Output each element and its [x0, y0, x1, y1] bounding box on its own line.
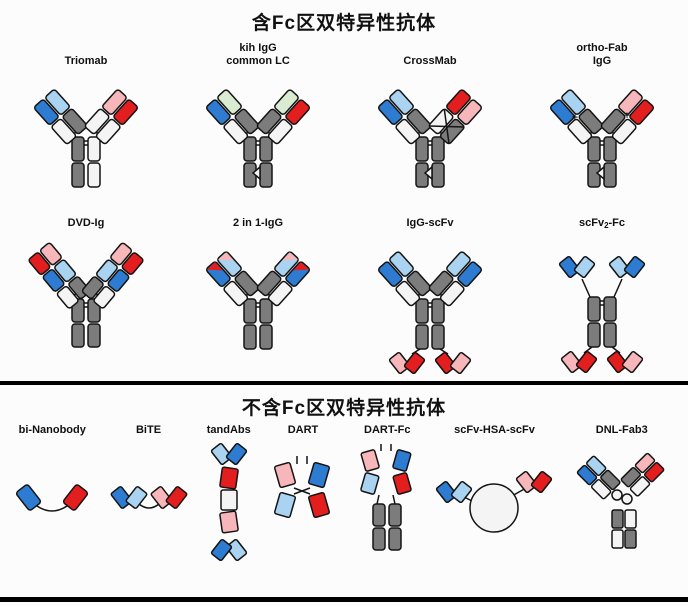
kih-igg-label: kih IgG common LC	[226, 41, 290, 68]
bite-label: BiTE	[135, 424, 162, 437]
dvd-ig-diagram	[28, 242, 144, 348]
section-with-fc: 含Fc区双特异性抗体 Triomab	[0, 13, 688, 379]
ortho-fab-diagram: × ×	[550, 89, 654, 188]
section-without-fc-title: 不含Fc区双特异性抗体	[241, 398, 447, 419]
bottom-border	[0, 597, 688, 602]
no-fc-row: bi-Nanobody BiTE tandA	[0, 422, 688, 570]
tandabs-label: tandAbs	[206, 424, 251, 437]
section-divider	[0, 381, 688, 385]
section-without-fc: 不含Fc区双特异性抗体 bi-Nanobody BiTE	[0, 385, 688, 570]
dart-label: DART	[287, 424, 319, 437]
antibody-dart-fc: DART-Fc	[345, 422, 429, 570]
antibody-scfv-hsa-scfv: scFv-HSA-scFv	[430, 422, 560, 546]
scfv2-fc-label: scFv2-Fc	[578, 217, 626, 230]
fc-row-2: DVD-Ig	[0, 213, 688, 379]
dart-diagram	[274, 456, 330, 519]
antibody-bi-nanobody: bi-Nanobody	[4, 422, 100, 534]
antibody-triomab: Triomab	[11, 39, 161, 209]
antibody-igg-scfv: IgG-scFv	[355, 213, 505, 379]
antibody-dart: DART	[261, 422, 345, 536]
antibody-scfv2-fc: scFv2-Fc	[527, 213, 677, 379]
antibody-dnl-fab3: DNL-Fab3	[560, 422, 684, 562]
tandabs-diagram	[210, 442, 247, 562]
dnl-fab3-label: DNL-Fab3	[595, 424, 648, 437]
antibody-kih-igg-common-lc: kih IgG common LC	[183, 39, 333, 209]
crossmab-diagram	[378, 89, 482, 188]
dnl-fab3-diagram	[576, 452, 665, 549]
dvd-ig-label: DVD-Ig	[67, 217, 105, 230]
bi-nanobody-diagram	[16, 484, 89, 512]
ortho-fab-label: ortho-Fab IgG	[576, 41, 628, 68]
bi-nanobody-label: bi-Nanobody	[18, 424, 86, 437]
antibody-tandabs: tandAbs	[197, 422, 261, 570]
antibody-crossmab: CrossMab	[355, 39, 505, 209]
crossmab-label: CrossMab	[403, 55, 457, 68]
igg-scfv-label: IgG-scFv	[406, 217, 454, 230]
antibody-dvd-ig: DVD-Ig	[11, 213, 161, 379]
svg-text:×: ×	[570, 111, 581, 122]
kih-igg-diagram	[206, 89, 310, 188]
fc-row-1: Triomab	[0, 39, 688, 209]
2in1-igg-diagram	[206, 251, 310, 350]
triomab-label: Triomab	[64, 55, 108, 68]
bite-diagram	[110, 486, 187, 509]
dart-fc-diagram	[360, 444, 413, 551]
section-with-fc-title: 含Fc区双特异性抗体	[251, 13, 437, 34]
scfv2-fc-diagram	[558, 255, 646, 374]
antibody-ortho-fab-igg: ortho-Fab IgG ×	[527, 39, 677, 209]
svg-text:×: ×	[622, 110, 633, 121]
triomab-diagram	[34, 89, 138, 188]
antibody-bite: BiTE	[101, 422, 197, 534]
scfv-hsa-scfv-diagram	[435, 470, 552, 533]
scfv-hsa-scfv-label: scFv-HSA-scFv	[454, 424, 535, 437]
dart-fc-label: DART-Fc	[364, 424, 411, 437]
2in1-igg-label: 2 in 1-IgG	[232, 217, 284, 230]
igg-scfv-diagram	[378, 251, 482, 375]
antibody-2in1-igg: 2 in 1-IgG	[183, 213, 333, 379]
